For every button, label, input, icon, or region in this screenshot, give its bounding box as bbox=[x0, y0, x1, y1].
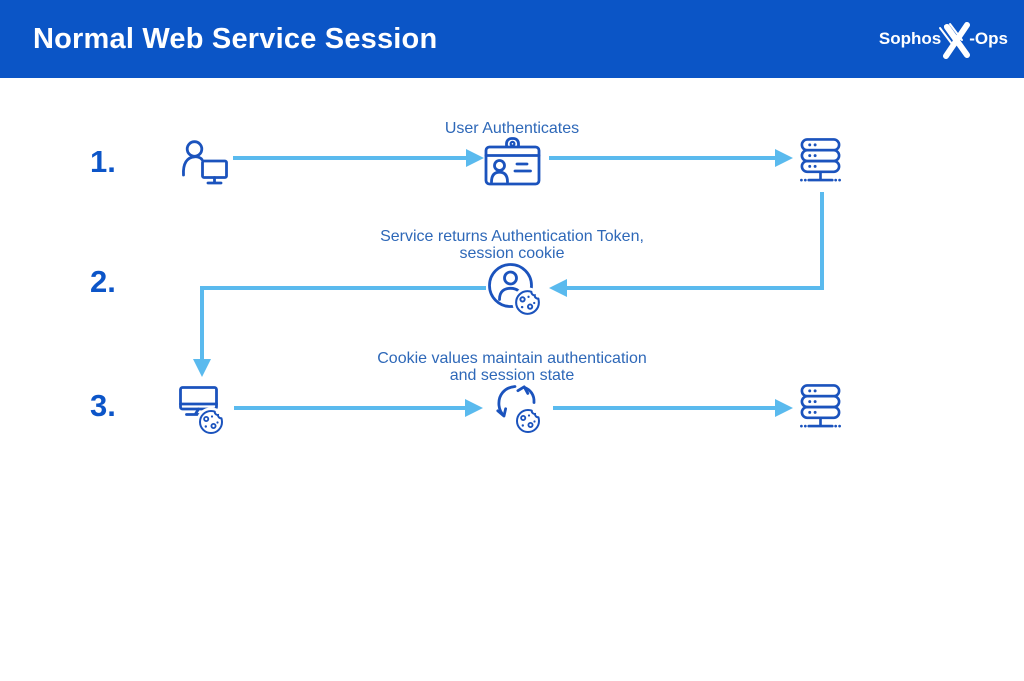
arrow-step2-server-to-token bbox=[567, 192, 824, 290]
step-1-number: 1. bbox=[90, 144, 116, 179]
sophos-x-icon bbox=[939, 22, 971, 59]
user-token-cookie-icon bbox=[488, 263, 543, 318]
arrowhead-step3-b bbox=[775, 399, 793, 417]
step-1-label: User Authenticates bbox=[262, 120, 762, 138]
step-2-label-line2: session cookie bbox=[459, 244, 565, 262]
step-3-number: 3. bbox=[90, 388, 116, 423]
refresh-cookie-icon bbox=[496, 385, 543, 436]
arrowhead-step2-b bbox=[193, 359, 211, 377]
user-at-computer-icon bbox=[182, 140, 228, 185]
step-3-label: Cookie values maintain authentication an… bbox=[262, 350, 762, 384]
page-title: Normal Web Service Session bbox=[33, 22, 438, 55]
arrow-step2-token-to-client bbox=[200, 286, 486, 359]
server-icon bbox=[798, 138, 843, 183]
step-2-label-line1: Service returns Authentication Token, bbox=[380, 228, 644, 245]
step-3-label-line1: Cookie values maintain authentication bbox=[377, 350, 647, 367]
id-badge-icon bbox=[484, 137, 541, 186]
sophos-xops-logo: Sophos -Ops bbox=[878, 20, 1008, 59]
arrowhead-step1-b bbox=[775, 149, 793, 167]
arrowhead-step1-a bbox=[466, 149, 484, 167]
step-2-label: Service returns Authentication Token, se… bbox=[262, 228, 762, 262]
server-icon bbox=[798, 384, 843, 429]
arrowhead-step2-a bbox=[549, 279, 567, 297]
header-bar: Normal Web Service Session Sophos -Ops bbox=[0, 0, 1024, 78]
logo-text-sophos: Sophos bbox=[878, 29, 942, 48]
logo-text-ops: -Ops bbox=[969, 29, 1008, 48]
step-1-label-line1: User Authenticates bbox=[444, 120, 580, 137]
arrowhead-step3-a bbox=[465, 399, 483, 417]
step-3-label-line2: and session state bbox=[449, 366, 575, 384]
monitor-cookie-icon bbox=[179, 386, 226, 436]
step-2-number: 2. bbox=[90, 264, 116, 299]
